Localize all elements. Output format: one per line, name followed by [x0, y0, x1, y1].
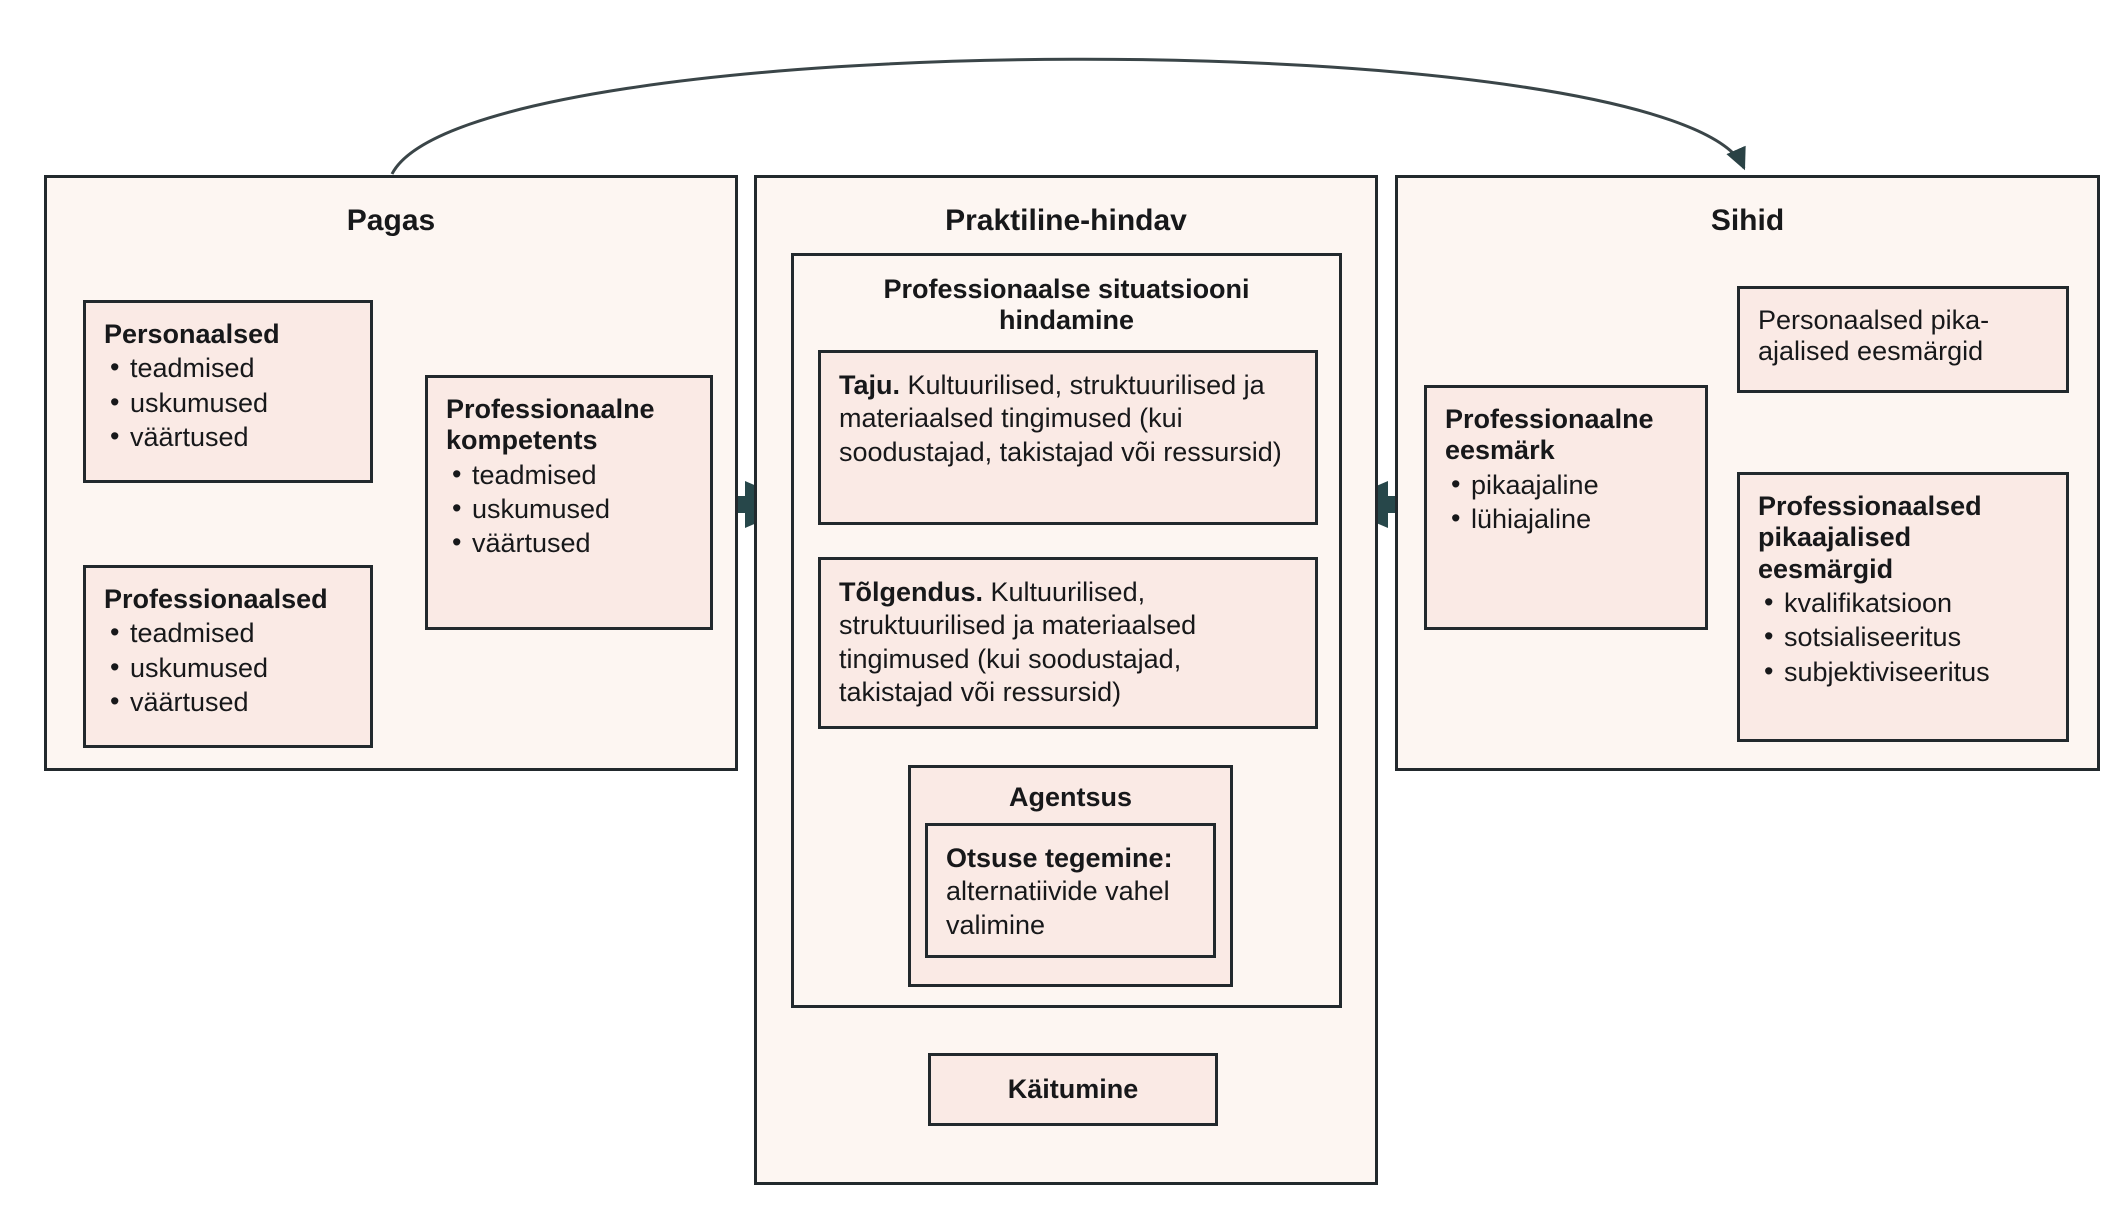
list-item: pikaajaline: [1445, 468, 1687, 501]
box-professionaalsed[interactable]: Professionaalsed teadmised uskumused vää…: [83, 565, 373, 748]
box-personaalsed[interactable]: Personaalsed teadmised uskumused väärtus…: [83, 300, 373, 483]
box-hindamine-title: Professionaalse situatsiooni hindamine: [883, 274, 1250, 336]
box-professionaalsed-list: teadmised uskumused väärtused: [104, 616, 352, 718]
box-professionaalsed-title: Professionaalsed: [104, 584, 328, 614]
box-professional-goal-title: Professionaalne eesmärk: [1445, 404, 1654, 466]
box-otsuse-tegemine[interactable]: Otsuse tegemine: alternatiivide vahel va…: [925, 823, 1216, 958]
panel-sihid-title: Sihid: [1710, 204, 1785, 237]
box-professional-longterm-title: Professionaalsed pikaajalised eesmärgid: [1758, 491, 1982, 584]
box-professional-longterm-list: kvalifikatsioon sotsialiseeritus subjekt…: [1758, 586, 2048, 688]
feedback-curve-arrow: [390, 57, 1746, 175]
box-otsuse-lead: Otsuse tegemine:: [946, 843, 1173, 873]
list-item: väärtused: [104, 685, 352, 718]
box-kaitumine-title: Käitumine: [1007, 1073, 1139, 1104]
list-item: lühiajaline: [1445, 502, 1687, 535]
box-personaalsed-list: teadmised uskumused väärtused: [104, 351, 352, 453]
box-professional-goal-list: pikaajaline lühiajaline: [1445, 468, 1687, 536]
list-item: teadmised: [104, 616, 352, 649]
box-taju-body: Kultuurilised, struktuurilised ja materi…: [839, 370, 1282, 467]
box-personaalsed-pikaajalised-eesmargid[interactable]: Personaalsed pika-ajalised eesmärgid: [1737, 286, 2069, 393]
box-tolgendus-lead: Tõlgendus.: [839, 577, 983, 607]
box-kaitumine[interactable]: Käitumine: [928, 1053, 1218, 1126]
box-taju-text: Taju. Kultuurilised, struktuurilised ja …: [839, 369, 1297, 469]
box-professionaalne-eesmark[interactable]: Professionaalne eesmärk pikaajaline lühi…: [1424, 385, 1708, 630]
box-tolgendus-text: Tõlgendus. Kultuurilised, struktuurilise…: [839, 576, 1297, 710]
box-taju-lead: Taju.: [839, 370, 901, 400]
panel-praktiline-title: Praktiline-hindav: [945, 204, 1187, 237]
list-item: kvalifikatsioon: [1758, 586, 2048, 619]
box-tolgendus-body: Kultuurilised, struktuurilised ja materi…: [839, 577, 1197, 708]
list-item: subjektiviseeritus: [1758, 655, 2048, 688]
list-item: teadmised: [446, 458, 692, 491]
box-professionaalne-kompetents[interactable]: Professionaalne kompetents teadmised usk…: [425, 375, 713, 630]
list-item: väärtused: [446, 526, 692, 559]
box-professionaalsed-pikaajalised-eesmargid[interactable]: Professionaalsed pikaajalised eesmärgid …: [1737, 472, 2069, 742]
list-item: teadmised: [104, 351, 352, 384]
box-agentsus-title: Agentsus: [1008, 782, 1133, 812]
list-item: väärtused: [104, 420, 352, 453]
box-otsuse-body: alternatiivide vahel valimine: [946, 876, 1170, 940]
box-personaalsed-title: Personaalsed: [104, 319, 280, 349]
list-item: sotsialiseeritus: [1758, 620, 2048, 653]
box-kompetents-title: Professionaalne kompetents: [446, 394, 655, 456]
box-tolgendus[interactable]: Tõlgendus. Kultuurilised, struktuurilise…: [818, 557, 1318, 729]
box-kompetents-list: teadmised uskumused väärtused: [446, 458, 692, 560]
box-taju[interactable]: Taju. Kultuurilised, struktuurilised ja …: [818, 350, 1318, 525]
box-personal-longterm-title: Personaalsed pika-ajalised eesmärgid: [1758, 305, 1990, 367]
list-item: uskumused: [446, 492, 692, 525]
list-item: uskumused: [104, 651, 352, 684]
box-otsuse-text: Otsuse tegemine: alternatiivide vahel va…: [946, 842, 1195, 942]
panel-pagas-title: Pagas: [346, 204, 436, 237]
list-item: uskumused: [104, 386, 352, 419]
